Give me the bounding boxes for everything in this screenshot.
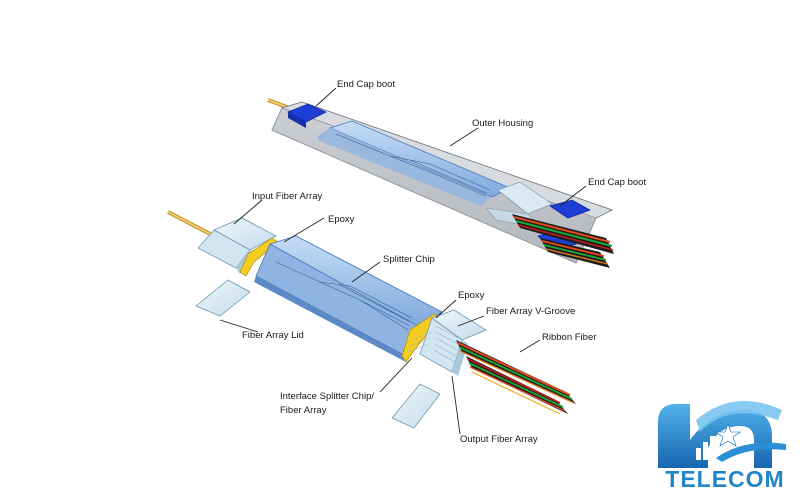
- label-interface-line1: Interface Splitter Chip/: [280, 391, 374, 402]
- label-epoxy-right: Epoxy: [458, 290, 485, 301]
- leader-lines: [219, 87, 587, 435]
- label-ribbon-fiber: Ribbon Fiber: [542, 332, 596, 343]
- label-fiber-array-v-groove: Fiber Array V-Groove: [486, 306, 575, 317]
- logo-signal-bar: [696, 448, 701, 460]
- label-splitter-chip: Splitter Chip: [383, 254, 435, 265]
- fiber-array-lid-input: [195, 279, 251, 317]
- logo-signal-bar: [703, 442, 708, 460]
- telecom-logo: [658, 401, 786, 468]
- label-end-cap-boot-top: End Cap boot: [337, 79, 395, 90]
- label-epoxy-left: Epoxy: [328, 214, 355, 225]
- output-fiber-array: [419, 309, 487, 376]
- label-input-fiber-array: Input Fiber Array: [252, 191, 322, 202]
- ribbon-fiber-top: [512, 214, 614, 268]
- logo-text: TELECOM: [665, 466, 785, 492]
- label-end-cap-boot-right: End Cap boot: [588, 177, 646, 188]
- label-interface-line2: Fiber Array: [280, 405, 327, 416]
- logo-star-icon: [715, 423, 741, 447]
- logo-signal-bar: [710, 436, 715, 460]
- end-cap-boot-input: [287, 103, 327, 123]
- label-fiber-array-lid: Fiber Array Lid: [242, 330, 304, 341]
- label-outer-housing: Outer Housing: [472, 118, 533, 129]
- assembled-housing: [267, 98, 614, 268]
- ribbon-fiber: [456, 340, 576, 415]
- fiber-array-lid-output: [391, 383, 441, 429]
- splitter-chip: [254, 235, 443, 362]
- label-output-fiber-array: Output Fiber Array: [460, 434, 538, 445]
